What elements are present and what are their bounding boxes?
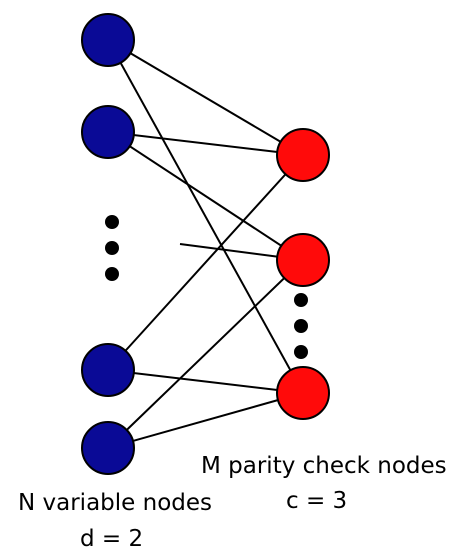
ellipsis-dot xyxy=(105,267,119,281)
check-nodes-label: M parity check nodes xyxy=(201,453,447,479)
edge-v2-c2 xyxy=(107,131,304,261)
variable-node-2 xyxy=(81,105,135,159)
edge-v4-c3 xyxy=(107,392,304,449)
edge-v1-c1 xyxy=(107,39,304,156)
check-node-2 xyxy=(276,233,330,287)
variable-ellipsis xyxy=(105,215,119,281)
variable-node-3 xyxy=(81,343,135,397)
variable-node-4 xyxy=(81,421,135,475)
edges xyxy=(107,39,304,449)
edge-v2-c1 xyxy=(107,131,304,156)
ellipsis-dot xyxy=(294,319,308,333)
check-ellipsis xyxy=(294,293,308,359)
check-nodes xyxy=(276,128,330,420)
ellipsis-dot xyxy=(294,293,308,307)
check-degree-label: c = 3 xyxy=(286,488,347,514)
variable-degree-label: d = 2 xyxy=(80,526,143,550)
edge-v3-c1 xyxy=(107,154,304,371)
ellipsis-dot xyxy=(294,345,308,359)
edge-v1-c3 xyxy=(107,39,304,394)
ellipsis-dot xyxy=(105,215,119,229)
ellipsis-dot xyxy=(105,241,119,255)
variable-nodes-label: N variable nodes xyxy=(18,490,212,516)
variable-nodes xyxy=(81,13,135,475)
check-node-1 xyxy=(276,128,330,182)
check-node-3 xyxy=(276,366,330,420)
edge-v4-c2 xyxy=(107,259,304,449)
edge-v3-c3 xyxy=(107,369,304,394)
variable-node-1 xyxy=(81,13,135,67)
